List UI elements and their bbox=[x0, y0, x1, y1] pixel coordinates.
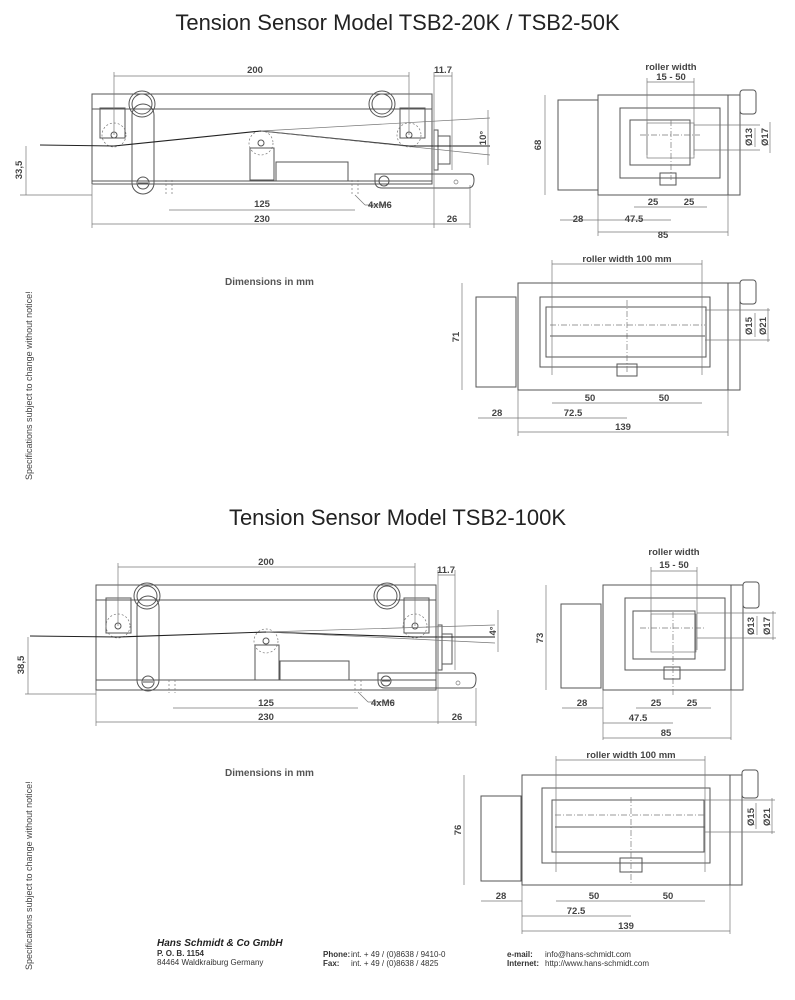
dim-housing: 28 bbox=[573, 214, 584, 225]
dim-thread: 4xM6 bbox=[371, 698, 395, 709]
dim-flange: 11.7 bbox=[437, 565, 455, 576]
dim-width-large: 139 bbox=[615, 422, 631, 433]
dim-roller-width: 15 - 50 bbox=[656, 72, 686, 83]
front-view-small-1 bbox=[544, 78, 771, 236]
dim-hook: 26 bbox=[452, 712, 463, 723]
dim-roller-pitch: 200 bbox=[258, 557, 274, 568]
upper-rollers bbox=[133, 582, 401, 610]
dim-thread: 4xM6 bbox=[368, 200, 392, 211]
phone-number: int. + 49 / (0)8638 / 9410-0 bbox=[351, 950, 446, 959]
dim-height: 38,5 bbox=[16, 655, 27, 674]
dim-center: 47.5 bbox=[629, 713, 648, 724]
dim-hook: 26 bbox=[447, 214, 458, 225]
dim-diameter-inner-large: Ø15 bbox=[744, 316, 755, 335]
dim-diameter-outer: Ø17 bbox=[760, 128, 771, 146]
dim-mount-spacing: 125 bbox=[254, 199, 271, 210]
dim-diameter-inner-large: Ø15 bbox=[746, 807, 757, 826]
dim-hole-right-large: 50 bbox=[663, 891, 674, 902]
company-pob: P. O. B. 1154 bbox=[157, 949, 204, 958]
dim-angle: 10° bbox=[478, 131, 489, 146]
dim-length: 230 bbox=[254, 214, 270, 225]
section-title-tsb2-100k: Tension Sensor Model TSB2-100K bbox=[228, 505, 567, 530]
company-address: 84464 Waldkraiburg Germany bbox=[157, 958, 264, 967]
dim-hole-right: 25 bbox=[684, 197, 695, 208]
upper-rollers bbox=[128, 90, 396, 118]
hook-plate bbox=[377, 672, 477, 689]
guide-rollers bbox=[105, 613, 428, 654]
dim-diameter-inner: Ø13 bbox=[744, 128, 755, 146]
dim-center-large: 72.5 bbox=[564, 408, 583, 419]
dimension-lines bbox=[20, 72, 489, 228]
dim-width: 85 bbox=[658, 230, 669, 241]
dim-height-front: 68 bbox=[533, 140, 544, 151]
lever-arm bbox=[131, 103, 155, 195]
dim-height-front-large: 76 bbox=[453, 825, 464, 836]
dim-width: 85 bbox=[661, 728, 672, 739]
dimensions-note: Dimensions in mm bbox=[225, 768, 314, 779]
footer-company-block: Hans Schmidt & Co GmbH P. O. B. 1154 844… bbox=[157, 938, 283, 967]
dim-hole-left: 25 bbox=[648, 197, 659, 208]
dim-height-front-large: 71 bbox=[451, 331, 462, 342]
lever-arm bbox=[136, 595, 160, 692]
fax-number: int. + 49 / (0)8638 / 4825 bbox=[351, 959, 439, 968]
fax-label: Fax: bbox=[323, 959, 340, 968]
dim-length: 230 bbox=[258, 712, 274, 723]
front-view-large-1 bbox=[461, 260, 770, 436]
dim-housing-large: 28 bbox=[496, 891, 507, 902]
dim-height: 33,5 bbox=[14, 160, 25, 179]
phone-label: Phone: bbox=[323, 950, 351, 959]
label-roller-width: roller width bbox=[645, 62, 696, 73]
website-link[interactable]: http://www.hans-schmidt.com bbox=[545, 959, 650, 968]
center-sensor bbox=[254, 644, 350, 681]
footer-contact-block: Phone:int. + 49 / (0)8638 / 9410-0 Fax: i… bbox=[323, 950, 446, 968]
dim-diameter-outer-large: Ø21 bbox=[762, 807, 773, 826]
dimensions-note: Dimensions in mm bbox=[225, 277, 314, 288]
dim-roller-pitch: 200 bbox=[247, 65, 263, 76]
dim-center: 47.5 bbox=[625, 214, 644, 225]
dim-housing: 28 bbox=[577, 698, 588, 709]
dim-roller-width-100: roller width 100 mm bbox=[586, 750, 675, 761]
center-sensor bbox=[249, 147, 349, 182]
dim-roller-width: 15 - 50 bbox=[659, 560, 689, 571]
dim-diameter-inner: Ø13 bbox=[746, 617, 757, 635]
dim-hole-left: 25 bbox=[651, 698, 662, 709]
dimension-lines bbox=[25, 563, 499, 726]
dim-hole-left-large: 50 bbox=[589, 891, 600, 902]
hook-plate bbox=[374, 173, 475, 189]
front-view-small-2 bbox=[545, 567, 776, 740]
dim-roller-width-100: roller width 100 mm bbox=[582, 254, 671, 265]
label-roller-width: roller width bbox=[648, 547, 699, 558]
dim-width-large: 139 bbox=[618, 921, 634, 932]
dim-housing-large: 28 bbox=[492, 408, 503, 419]
email-link[interactable]: info@hans-schmidt.com bbox=[545, 950, 631, 959]
email-label: e-mail: bbox=[507, 950, 533, 959]
footer-online-block: e-mail: info@hans-schmidt.com Internet: ht… bbox=[507, 950, 649, 968]
dim-mount-spacing: 125 bbox=[258, 698, 275, 709]
web-belt bbox=[29, 624, 496, 644]
section-title-tsb2-20k-50k: Tension Sensor Model TSB2-20K / TSB2-50K bbox=[175, 10, 620, 35]
dim-hole-right-large: 50 bbox=[659, 393, 670, 404]
dim-center-large: 72.5 bbox=[567, 906, 586, 917]
dim-angle: 4° bbox=[488, 626, 499, 635]
internet-label: Internet: bbox=[507, 959, 539, 968]
mount-holes bbox=[168, 680, 362, 693]
dim-diameter-outer-large: Ø21 bbox=[758, 316, 769, 335]
dim-hole-left-large: 50 bbox=[585, 393, 596, 404]
flange-connector bbox=[437, 624, 453, 671]
front-view-large-2 bbox=[463, 756, 775, 934]
dim-height-front: 73 bbox=[535, 633, 546, 644]
dim-flange: 11.7 bbox=[434, 65, 452, 76]
dim-hole-right: 25 bbox=[687, 698, 698, 709]
company-name: Hans Schmidt & Co GmbH bbox=[157, 938, 283, 949]
dim-diameter-outer: Ø17 bbox=[762, 617, 773, 635]
mount-holes bbox=[165, 180, 359, 195]
